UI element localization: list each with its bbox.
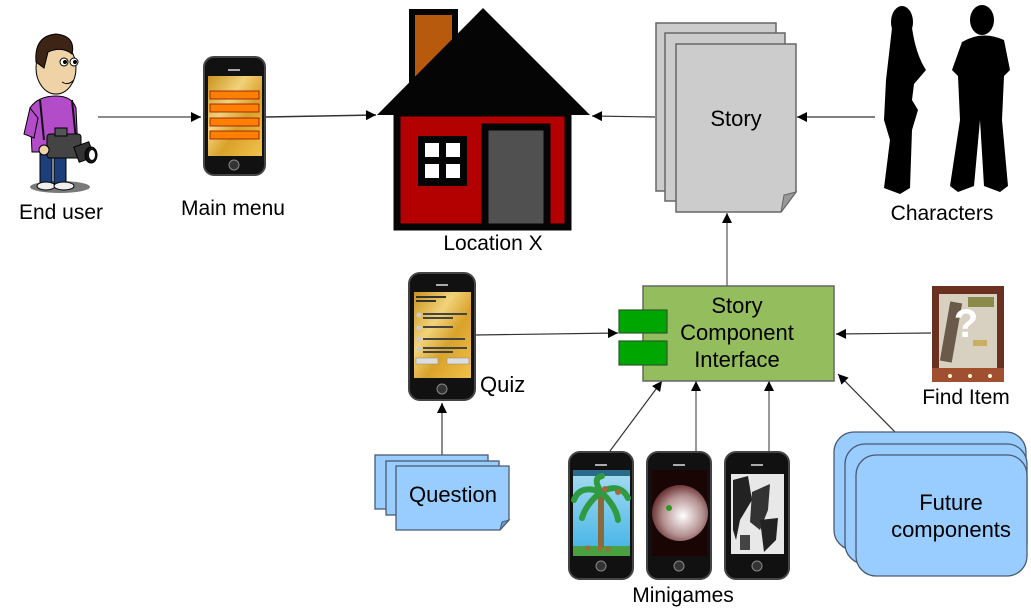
edge-minigame1-to-interface (609, 380, 663, 452)
edge-finditem-to-interface (835, 328, 932, 339)
location-label: Location X (443, 232, 543, 255)
interface-label-line1: Story (711, 293, 763, 318)
smartphone-menu-icon (203, 56, 266, 176)
smartphone-quiz-icon (408, 272, 476, 401)
end-user-label: End user (18, 201, 104, 224)
interface-label-line2: Component (680, 320, 794, 345)
question-label: Question (408, 482, 498, 507)
people-silhouette-icon (884, 5, 1010, 194)
sphere-game-icon (646, 451, 712, 580)
characters-label: Characters (890, 202, 994, 225)
story-document-stack (655, 22, 798, 213)
future-label-line1: Future (919, 490, 983, 515)
puzzle-image-game-icon (724, 451, 790, 580)
find-item-label: Find Item (922, 386, 1010, 409)
edges (98, 110, 932, 455)
house-icon (377, 8, 590, 231)
main-menu-label: Main menu (181, 197, 285, 220)
edge-mainmenu-to-location (265, 110, 377, 121)
minigames-label: Minigames (632, 584, 734, 607)
story-component-interface-box (618, 285, 835, 382)
interface-label-line3: Interface (694, 347, 780, 372)
future-components-stack (833, 431, 1028, 577)
person-with-camera-icon (23, 33, 98, 193)
edge-quiz-to-interface (475, 328, 619, 339)
future-label-line2: components (891, 517, 1011, 542)
story-label: Story (710, 106, 762, 131)
question-mark-glyph: ? (953, 302, 979, 346)
edge-story-to-location (591, 111, 656, 122)
palm-tree-game-icon (568, 451, 634, 580)
question-note-stack (374, 454, 511, 531)
photo-question-mark-icon (932, 286, 1004, 382)
edge-future-to-interface (837, 373, 896, 433)
quiz-label: Quiz (480, 372, 526, 397)
interface-port-bottom (618, 340, 668, 366)
future-components-label: Future components (876, 489, 1026, 543)
interface-label: Story Component Interface (667, 292, 807, 373)
interface-port-top (618, 309, 668, 334)
